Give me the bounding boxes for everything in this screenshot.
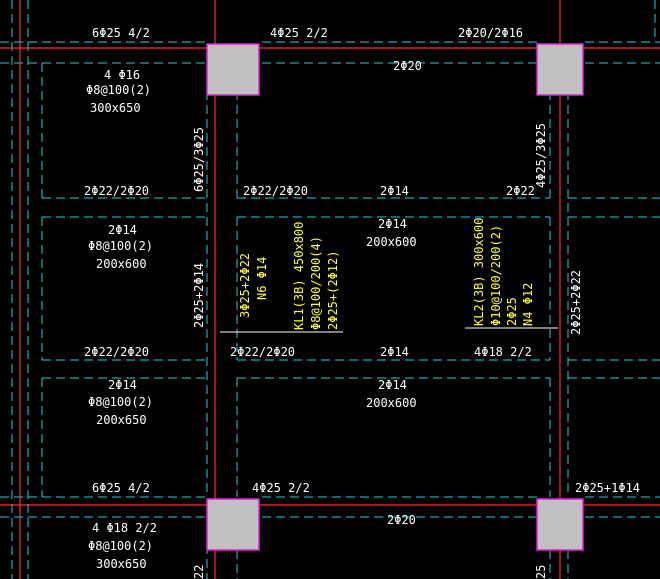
label-bottom-4phi25: 4Φ25 2/2 xyxy=(252,481,310,495)
label-v-bottom-22: 22 xyxy=(192,565,206,579)
column-top-right xyxy=(536,43,584,96)
label-L4-line3: 300x650 xyxy=(96,557,147,571)
label-top-4phi25: 4Φ25 2/2 xyxy=(270,26,328,40)
label-L2-line1: 2Φ14 xyxy=(108,223,137,237)
label-kl2-line1: KL2(3B) 300x600 xyxy=(472,218,486,326)
label-L4-line2: Φ8@100(2) xyxy=(88,539,153,553)
label-v-3phi25-2phi22: 3Φ25+2Φ22 xyxy=(238,253,252,318)
label-top-2phi20: 2Φ20 xyxy=(393,59,422,73)
column-bottom-right xyxy=(536,498,584,551)
label-r1-2phi22-2phi20: 2Φ22/2Φ20 xyxy=(243,184,308,198)
label-L4-line1: 4 Φ18 2/2 xyxy=(92,521,157,535)
label-L3-line2: Φ8@100(2) xyxy=(88,395,153,409)
label-v-2phi25-2phi14: 2Φ25+2Φ14 xyxy=(192,263,206,328)
label-L3-line1: 2Φ14 xyxy=(108,378,137,392)
label-kl1-line2: Φ8@100/200(4) xyxy=(309,236,323,330)
label-v-n6phi14: N6 Φ14 xyxy=(255,257,269,300)
yellow-annotations: 3Φ25+2Φ22 N6 Φ14 KL1(3B) 450x800 Φ8@100/… xyxy=(238,218,535,330)
label-mid2-line2: 200x600 xyxy=(366,396,417,410)
label-top-6phi25: 6Φ25 4/2 xyxy=(92,26,150,40)
label-bottom-6phi25: 6Φ25 4/2 xyxy=(92,481,150,495)
label-kl1-line1: KL1(3B) 450x800 xyxy=(292,222,306,330)
label-L1-bottom: 2Φ22/2Φ20 xyxy=(84,184,149,198)
white-annotations: 6Φ25 4/2 4Φ25 2/2 2Φ20/2Φ16 2Φ20 4 Φ16 Φ… xyxy=(84,26,640,579)
label-r1-2phi22: 2Φ22 xyxy=(506,184,535,198)
label-L2-line3: 200x600 xyxy=(96,257,147,271)
label-r2-4phi18: 4Φ18 2/2 xyxy=(474,345,532,359)
label-L3-line3: 200x650 xyxy=(96,413,147,427)
label-r2-2phi22-2phi20: 2Φ22/2Φ20 xyxy=(230,345,295,359)
label-bottom-2phi20: 2Φ20 xyxy=(387,513,416,527)
label-mid1-line2: 200x600 xyxy=(366,235,417,249)
label-L1-line2: Φ8@100(2) xyxy=(86,83,151,97)
columns xyxy=(206,43,584,551)
label-v-bottom-25: 25 xyxy=(534,565,548,579)
label-v-4phi25-3phi25: 4Φ25/3Φ25 xyxy=(534,123,548,188)
label-kl2-line2: Φ10@100/200(2) xyxy=(489,225,503,326)
label-L1-line1: 4 Φ16 xyxy=(104,68,140,82)
label-top-2phi20-2phi16: 2Φ20/2Φ16 xyxy=(458,26,523,40)
column-top-left xyxy=(206,43,260,96)
label-kl1-line3: 2Φ25+(2Φ12) xyxy=(326,251,340,330)
label-mid1-line1: 2Φ14 xyxy=(378,217,407,231)
leader-lines xyxy=(220,327,558,333)
label-mid2-line1: 2Φ14 xyxy=(378,378,407,392)
label-r1-2phi14: 2Φ14 xyxy=(380,184,409,198)
label-kl2-line4: N4 Φ12 xyxy=(521,283,535,326)
label-v-6phi25-3phi25: 6Φ25/3Φ25 xyxy=(192,127,206,192)
label-r2-2phi14: 2Φ14 xyxy=(380,345,409,359)
label-L1-line3: 300x650 xyxy=(90,101,141,115)
column-bottom-left xyxy=(206,498,260,551)
label-v-2phi25-2phi22: 2Φ25+2Φ22 xyxy=(569,270,583,335)
label-kl2-line3: 2Φ25 xyxy=(505,297,519,326)
label-bottom-2phi25-1phi14: 2Φ25+1Φ14 xyxy=(575,481,640,495)
label-L2-line2: Φ8@100(2) xyxy=(88,239,153,253)
label-L2-bottom: 2Φ22/2Φ20 xyxy=(84,345,149,359)
